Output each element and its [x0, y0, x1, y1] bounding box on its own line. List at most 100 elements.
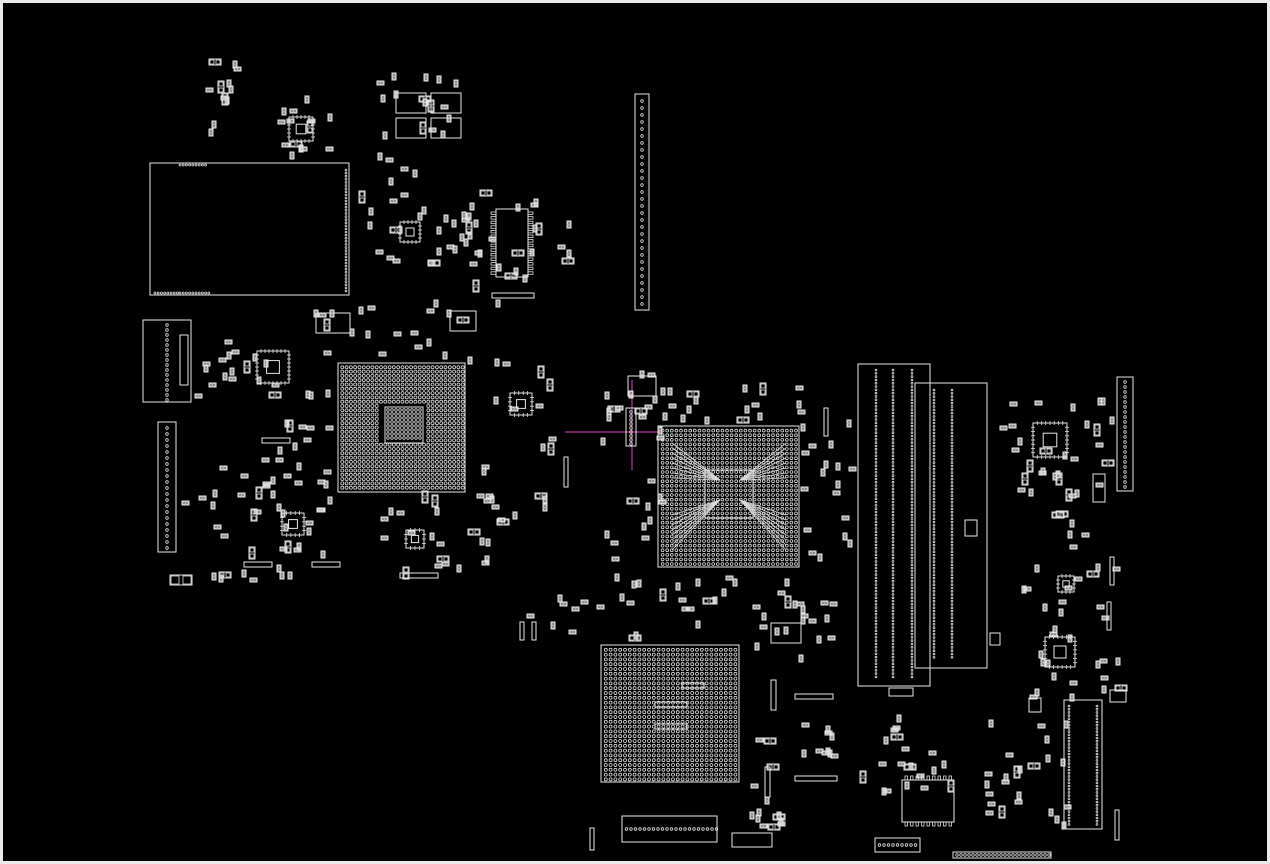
soic-pin — [490, 211, 497, 215]
dimm-pin — [950, 454, 954, 458]
bga-pad — [695, 657, 699, 662]
dimm-pin — [932, 550, 936, 553]
connector-pin — [1067, 762, 1071, 765]
pad — [396, 259, 400, 263]
component-outline — [270, 490, 276, 499]
pad — [607, 414, 611, 418]
bga-pad — [387, 369, 392, 374]
dimm-pin — [932, 563, 936, 567]
pad — [660, 436, 664, 440]
bga-pad — [784, 493, 789, 497]
memory-slot-2 — [914, 382, 988, 669]
bga-pad — [623, 767, 627, 772]
dimm-pin — [874, 632, 878, 636]
bga-pad — [417, 442, 422, 447]
pad — [745, 409, 749, 413]
component-outline — [392, 258, 401, 264]
connector-pin — [165, 353, 169, 357]
bga-pad — [379, 459, 383, 464]
passive-component — [407, 530, 416, 536]
dimm-pin — [910, 457, 914, 461]
pad — [314, 313, 318, 317]
board-viewer-canvas[interactable] — [3, 3, 1267, 861]
pad — [640, 374, 644, 378]
dimm-pin — [891, 461, 895, 464]
pad — [294, 548, 298, 552]
bga-pad — [794, 525, 798, 529]
bga-pad — [789, 529, 794, 534]
bga-pad — [780, 506, 784, 511]
passive-component — [641, 522, 647, 531]
slot-outline — [764, 766, 771, 798]
dimm-pin — [891, 612, 895, 616]
bga-pad — [413, 451, 418, 456]
right-bottom-connector — [1063, 699, 1103, 830]
bga-pad — [766, 525, 771, 529]
bga-pad — [669, 520, 674, 525]
dimm-pin — [874, 378, 878, 382]
dimm-pin — [874, 408, 878, 411]
bga-pad — [357, 459, 362, 464]
bga-pad — [706, 520, 711, 525]
bga-pad — [370, 382, 375, 387]
bga-pad — [391, 378, 396, 383]
dimm-pin — [950, 619, 954, 623]
bga-pad — [400, 373, 405, 378]
bga-pad — [344, 438, 349, 443]
bga-pad — [439, 421, 444, 426]
bga-pad — [794, 557, 798, 562]
connector-pin — [629, 827, 633, 831]
pad — [849, 467, 853, 471]
bga-pad — [361, 442, 366, 447]
connector-pin — [1067, 800, 1071, 804]
bga-pad — [430, 404, 435, 408]
bga-pad — [656, 724, 661, 729]
passive-component — [248, 546, 256, 560]
bga-pad — [743, 525, 748, 529]
bga-pad — [623, 719, 627, 724]
component-outline-layer — [142, 58, 1134, 859]
pad — [304, 438, 308, 442]
bga-pad — [422, 481, 426, 486]
bga-pad — [720, 497, 725, 502]
component-outline — [488, 236, 497, 242]
pad — [419, 96, 425, 102]
bga-pad — [761, 493, 766, 497]
bga-pad — [439, 429, 444, 434]
bga-pad — [704, 748, 709, 753]
bga-pad — [661, 729, 666, 734]
pad — [427, 342, 431, 346]
bga-pad — [706, 465, 711, 470]
pad — [397, 332, 401, 336]
pad — [401, 167, 405, 171]
bga-pad — [456, 434, 461, 439]
bga-pad — [711, 442, 715, 447]
bga-pad — [725, 474, 729, 479]
pad — [344, 193, 348, 197]
bga-pad — [443, 459, 448, 464]
bga-pad — [357, 425, 362, 430]
bga-pad — [711, 534, 715, 539]
bga-pad — [711, 456, 715, 461]
bga-pad — [656, 715, 661, 719]
pad — [561, 245, 565, 249]
bga-pad — [695, 647, 699, 652]
pad — [244, 474, 248, 478]
passive-component — [828, 440, 834, 449]
bga-pad — [674, 552, 679, 557]
passive-component — [495, 299, 501, 308]
bga-pad — [447, 434, 452, 439]
bga-pad — [417, 464, 422, 469]
pad — [801, 410, 805, 414]
pad — [828, 753, 832, 757]
passive-component — [829, 601, 838, 607]
bga-pad — [683, 428, 688, 433]
pcb-boardview-drawing[interactable] — [3, 3, 1267, 861]
bga-pad — [627, 715, 632, 719]
bga-pad — [738, 465, 743, 470]
bga-pad — [623, 657, 627, 662]
bga-pad — [704, 719, 709, 724]
passive-component — [414, 344, 423, 350]
component-outline — [270, 476, 276, 485]
bga-pad — [709, 686, 714, 691]
